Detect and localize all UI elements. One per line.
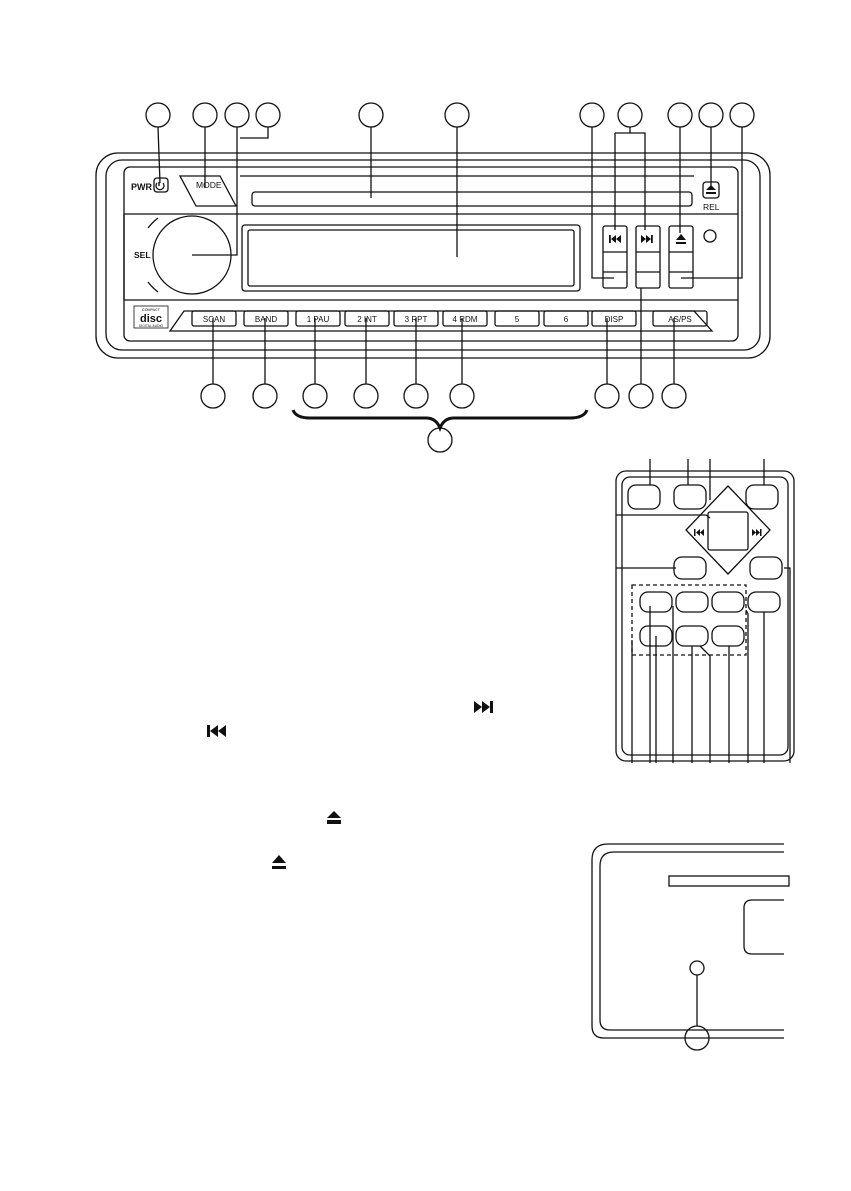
next-track-button[interactable] xyxy=(636,226,660,288)
leader-lines-bottom xyxy=(213,288,674,384)
eject-icon xyxy=(272,855,286,869)
leader-lines-top xyxy=(158,127,742,278)
preset-4-label: 4 RDM xyxy=(453,315,478,324)
remote-dpad[interactable] xyxy=(686,486,770,574)
logo-line-3: DIGITAL AUDIO xyxy=(139,324,164,328)
disp-label: DISP xyxy=(605,315,624,324)
preset-1-label: 1 PAU xyxy=(307,315,330,324)
remote-preset-group xyxy=(632,585,746,655)
preset-6-label: 6 xyxy=(564,315,569,324)
previous-track-icon xyxy=(207,725,226,737)
remote-button[interactable] xyxy=(712,626,744,646)
asps-label: AS/PS xyxy=(668,315,692,324)
remote-button[interactable] xyxy=(676,592,708,612)
remote-button[interactable] xyxy=(748,592,780,612)
reset-hole[interactable] xyxy=(704,230,716,242)
remote-control xyxy=(616,459,794,763)
remote-button[interactable] xyxy=(628,485,660,509)
callout-circle xyxy=(201,384,225,408)
preset-5-label: 5 xyxy=(515,315,520,324)
remote-button[interactable] xyxy=(640,592,672,612)
release-label: REL xyxy=(703,202,720,212)
callout-circle xyxy=(595,384,619,408)
next-track-icon xyxy=(474,701,493,713)
callout-circle xyxy=(445,103,469,127)
eject-release-icon xyxy=(327,811,341,824)
callout-circle xyxy=(146,103,170,127)
callout-circle xyxy=(225,103,249,127)
reset-detail xyxy=(592,844,789,1050)
band-label: BAND xyxy=(255,315,277,324)
lcd-display xyxy=(242,225,580,291)
detail-reset-hole xyxy=(690,961,704,975)
callout-circle xyxy=(668,103,692,127)
callout-circle xyxy=(580,103,604,127)
remote-button[interactable] xyxy=(674,557,706,579)
remote-prev-icon xyxy=(694,529,704,536)
logo-line-1: COMPACT xyxy=(142,308,161,312)
select-arrow-down xyxy=(148,282,158,292)
prev-track-button[interactable] xyxy=(603,226,627,288)
remote-button[interactable] xyxy=(674,485,706,509)
preset-bracket xyxy=(293,410,587,428)
remote-next-icon xyxy=(752,529,762,536)
callout-circle xyxy=(629,384,653,408)
remote-button[interactable] xyxy=(676,626,708,646)
callout-circle xyxy=(450,384,474,408)
callout-circle xyxy=(303,384,327,408)
callout-circle xyxy=(354,384,378,408)
previous-track-icon xyxy=(609,235,621,243)
callout-circle xyxy=(662,384,686,408)
scan-label: SCAN xyxy=(203,315,225,324)
disc-slot xyxy=(252,192,692,206)
callout-circle xyxy=(193,103,217,127)
select-label: SEL xyxy=(134,250,151,260)
callout-circle xyxy=(256,103,280,127)
callout-circles-top xyxy=(146,103,754,127)
eject-release-icon xyxy=(706,185,716,194)
preset-3-label: 3 RPT xyxy=(405,315,428,324)
callout-circle xyxy=(359,103,383,127)
remote-button[interactable] xyxy=(712,592,744,612)
select-arrow-up xyxy=(148,218,158,228)
callout-circle xyxy=(730,103,754,127)
callout-circle xyxy=(404,384,428,408)
remote-button[interactable] xyxy=(746,485,778,509)
remote-button[interactable] xyxy=(750,557,782,579)
detail-slot xyxy=(669,876,789,886)
detail-inner xyxy=(600,852,784,1030)
eject-icon xyxy=(676,234,686,244)
mode-label: MODE xyxy=(196,180,222,190)
power-icon xyxy=(156,182,164,190)
callout-circle xyxy=(699,103,723,127)
detail-button xyxy=(744,900,784,954)
callout-circles-bottom xyxy=(201,384,686,408)
power-label: PWR xyxy=(131,182,152,192)
detail-outer xyxy=(592,844,784,1038)
button-strip xyxy=(170,311,712,331)
callout-circle xyxy=(618,103,642,127)
next-track-icon xyxy=(641,235,653,243)
preset-2-label: 2 INT xyxy=(357,315,377,324)
callout-circle xyxy=(253,384,277,408)
